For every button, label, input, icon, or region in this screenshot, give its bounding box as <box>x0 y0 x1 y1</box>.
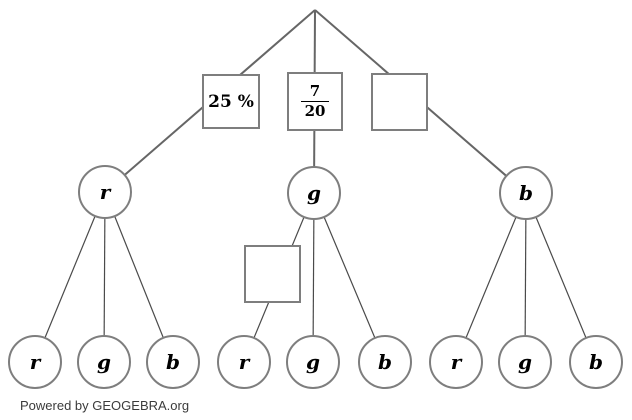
node-label: r <box>238 350 250 374</box>
node-label: r <box>99 180 111 204</box>
node-label: b <box>589 350 603 374</box>
branch-r-to-b <box>104 191 174 363</box>
fraction-denominator: 20 <box>300 101 330 120</box>
level1-node-r: r <box>78 165 132 219</box>
node-label: r <box>29 350 41 374</box>
node-label: b <box>378 350 392 374</box>
probability-box-right-empty[interactable] <box>371 73 428 131</box>
level2-node-gb: b <box>358 335 412 389</box>
branch-g-to-b <box>313 192 386 363</box>
level1-node-g: g <box>287 166 341 220</box>
geogebra-attribution-link[interactable]: Powered by GEOGEBRA.org <box>20 398 190 413</box>
branch-b-to-b <box>525 192 597 363</box>
level1-node-b: b <box>499 166 553 220</box>
level2-node-gg: g <box>286 335 340 389</box>
branch-b-to-g <box>524 192 527 363</box>
branch-g-to-g <box>312 192 315 363</box>
fraction-numerator: 7 <box>309 81 321 100</box>
level2-node-rg: g <box>77 335 131 389</box>
level2-node-gr: r <box>217 335 271 389</box>
fraction-seven-twentieths: 7 20 <box>300 81 330 121</box>
level2-node-rb: b <box>146 335 200 389</box>
level2-node-bg: g <box>498 335 552 389</box>
level2-node-bb: b <box>569 335 623 389</box>
probability-box-left: 25 % <box>202 74 260 129</box>
branch-r-to-r <box>34 191 106 363</box>
node-label: r <box>450 350 462 374</box>
node-label: b <box>519 181 533 205</box>
node-label: g <box>306 350 320 374</box>
branch-b-to-r <box>455 192 527 363</box>
probability-box-middle: 7 20 <box>287 72 343 131</box>
probability-label-left: 25 % <box>208 91 254 112</box>
node-label: b <box>166 350 180 374</box>
node-label: g <box>97 350 111 374</box>
node-label: g <box>307 181 321 205</box>
level2-node-br: r <box>429 335 483 389</box>
branch-r-to-g <box>103 191 106 363</box>
node-label: g <box>518 350 532 374</box>
level2-node-rr: r <box>8 335 62 389</box>
probability-box-level2-empty[interactable] <box>244 245 301 303</box>
